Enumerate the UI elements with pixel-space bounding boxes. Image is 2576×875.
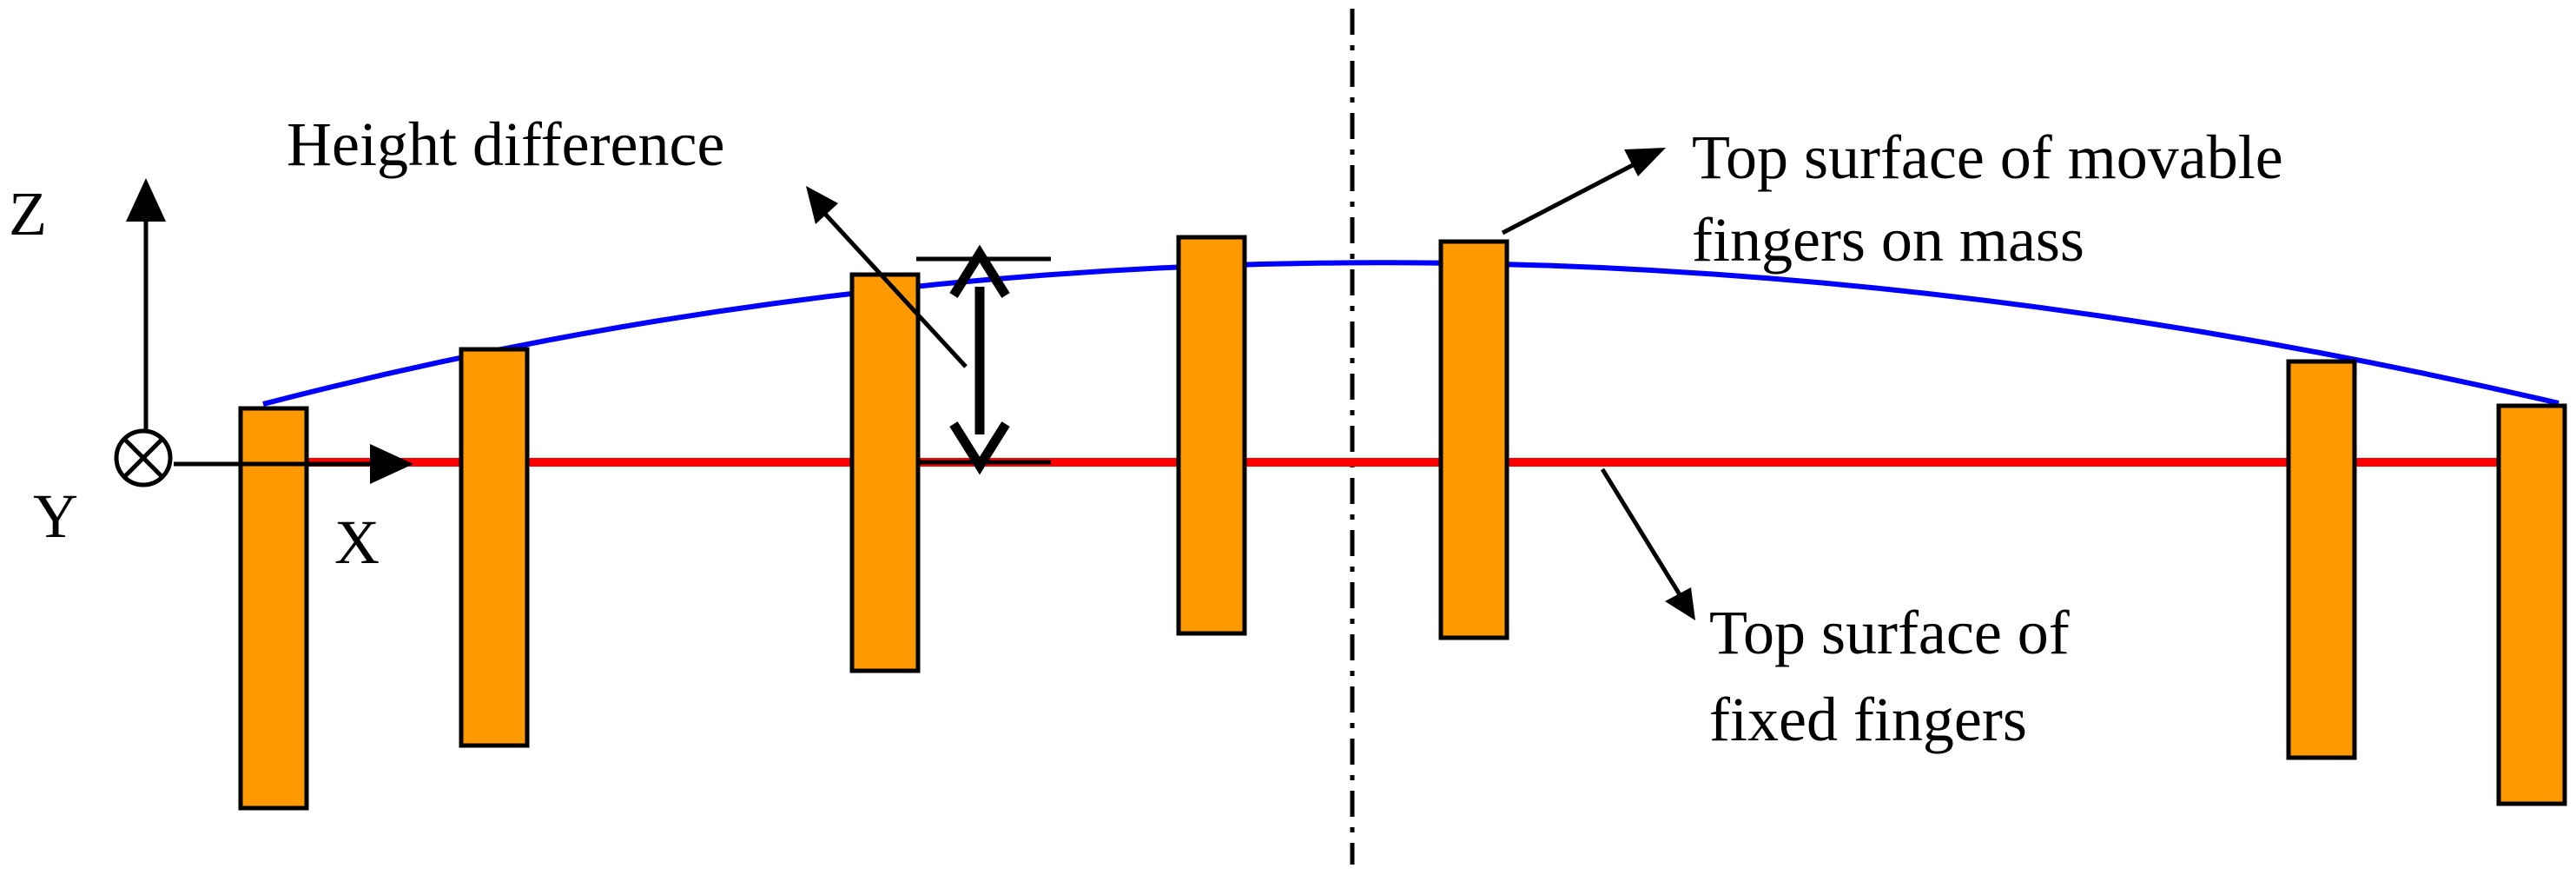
height-difference-arrowhead	[806, 186, 838, 224]
finger-7	[2496, 403, 2567, 806]
finger-4	[1176, 235, 1247, 636]
dimension-arrow-up	[949, 244, 1010, 298]
finger-group	[238, 235, 2567, 811]
height-difference-leader	[806, 186, 968, 368]
movable-surface-label-line1: Top surface of movable	[1692, 123, 2283, 192]
finger-1	[238, 406, 309, 811]
fixed-surface-arrowhead	[1665, 587, 1695, 620]
finger-5	[1438, 239, 1509, 640]
movable-surface-arrowhead	[1624, 148, 1666, 176]
z-axis-arrowhead	[126, 178, 166, 222]
height-difference-dimension	[916, 244, 1051, 475]
height-difference-label: Height difference	[287, 109, 725, 179]
finger-3	[849, 272, 921, 673]
coordinate-axes	[114, 178, 413, 487]
x-axis-arrowhead	[370, 444, 413, 484]
finger-6	[2286, 359, 2357, 760]
movable-surface-label-line2: fingers on mass	[1692, 205, 2084, 275]
movable-fingers-top-surface-curve	[262, 260, 2559, 407]
finger-2	[459, 347, 530, 748]
axis-label-z: Z	[9, 179, 47, 249]
fixed-surface-leader	[1600, 467, 1695, 620]
axis-label-x: X	[334, 507, 380, 577]
axis-label-y: Y	[33, 481, 78, 551]
movable-surface-leader	[1501, 148, 1666, 235]
dimension-arrow-down	[949, 421, 1010, 475]
fixed-surface-label-line2: fixed fingers	[1709, 685, 2027, 754]
fixed-surface-label-line1: Top surface of	[1709, 598, 2070, 667]
y-axis-circled-x-icon	[114, 428, 173, 487]
